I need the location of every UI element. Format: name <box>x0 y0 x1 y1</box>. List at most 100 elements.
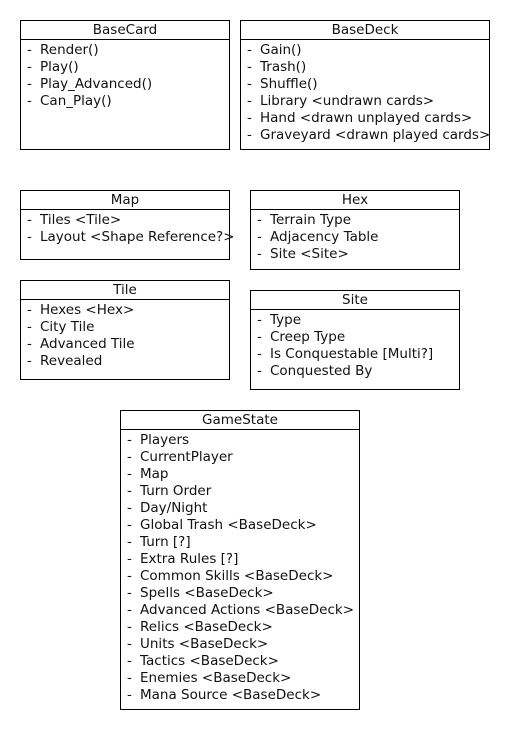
hex-member-item: -Terrain Type <box>257 212 459 229</box>
site-class-title: Site <box>251 291 459 310</box>
tile-member-item: -Revealed <box>27 353 229 370</box>
gamestate-member-item: -Units <BaseDeck> <box>127 636 359 653</box>
member-label: Site <Site> <box>270 246 349 262</box>
basedeck-class-title: BaseDeck <box>241 21 489 40</box>
member-label: Mana Source <BaseDeck> <box>140 687 322 703</box>
member-label: Type <box>270 312 302 328</box>
member-prefix: - <box>127 449 132 465</box>
gamestate-member-list: -Players-CurrentPlayer-Map-Turn Order-Da… <box>121 430 359 704</box>
gamestate-member-item: -CurrentPlayer <box>127 449 359 466</box>
basedeck-member-list: -Gain()-Trash()-Shuffle()-Library <undra… <box>241 40 491 144</box>
member-label: Hand <drawn unplayed cards> <box>260 110 473 126</box>
tile-member-item: -City Tile <box>27 319 229 336</box>
member-prefix: - <box>247 110 252 126</box>
member-prefix: - <box>27 319 32 335</box>
member-prefix: - <box>257 346 262 362</box>
member-prefix: - <box>127 500 132 516</box>
member-label: Graveyard <drawn played cards> <box>260 127 491 143</box>
basedeck-member-item: -Library <undrawn cards> <box>247 93 489 110</box>
member-prefix: - <box>127 551 132 567</box>
map-member-list: -Tiles <Tile>-Layout <Shape Reference?> <box>21 210 235 246</box>
member-label: Map <box>140 466 169 482</box>
gamestate-member-item: -Advanced Actions <BaseDeck> <box>127 602 359 619</box>
member-label: Tactics <BaseDeck> <box>140 653 279 669</box>
basecard-member-item: -Play_Advanced() <box>27 76 229 93</box>
gamestate-member-item: -Tactics <BaseDeck> <box>127 653 359 670</box>
member-label: Units <BaseDeck> <box>140 636 269 652</box>
hex-member-list: -Terrain Type-Adjacency Table-Site <Site… <box>251 210 459 263</box>
member-label: Revealed <box>40 353 103 369</box>
member-prefix: - <box>27 76 32 92</box>
gamestate-member-item: -Extra Rules [?] <box>127 551 359 568</box>
member-prefix: - <box>257 312 262 328</box>
member-prefix: - <box>27 42 32 58</box>
member-label: Shuffle() <box>260 76 318 92</box>
member-label: Is Conquestable [Multi?] <box>270 346 434 362</box>
gamestate-member-item: -Relics <BaseDeck> <box>127 619 359 636</box>
gamestate-member-item: -Day/Night <box>127 500 359 517</box>
member-label: Global Trash <BaseDeck> <box>140 517 317 533</box>
member-label: Turn Order <box>140 483 212 499</box>
member-prefix: - <box>247 93 252 109</box>
basedeck-member-item: -Shuffle() <box>247 76 489 93</box>
site-member-item: -Type <box>257 312 459 329</box>
gamestate-class-title: GameState <box>121 411 359 430</box>
gamestate-member-item: -Players <box>127 432 359 449</box>
member-label: Hexes <Hex> <box>40 302 135 318</box>
basecard-member-list: -Render()-Play()-Play_Advanced()-Can_Pla… <box>21 40 229 110</box>
tile-class-box: Tile -Hexes <Hex>-City Tile-Advanced Til… <box>20 280 230 380</box>
member-label: Library <undrawn cards> <box>260 93 435 109</box>
map-class-box: Map -Tiles <Tile>-Layout <Shape Referenc… <box>20 190 235 260</box>
member-prefix: - <box>127 568 132 584</box>
member-prefix: - <box>27 336 32 352</box>
gamestate-member-item: -Turn Order <box>127 483 359 500</box>
member-prefix: - <box>27 59 32 75</box>
member-prefix: - <box>127 653 132 669</box>
gamestate-member-item: -Spells <BaseDeck> <box>127 585 359 602</box>
gamestate-member-item: -Mana Source <BaseDeck> <box>127 687 359 704</box>
member-prefix: - <box>27 302 32 318</box>
member-prefix: - <box>127 670 132 686</box>
member-prefix: - <box>127 619 132 635</box>
site-member-item: -Is Conquestable [Multi?] <box>257 346 459 363</box>
tile-class-title: Tile <box>21 281 229 300</box>
hex-member-item: -Adjacency Table <box>257 229 459 246</box>
member-label: Tiles <Tile> <box>40 212 122 228</box>
member-label: Adjacency Table <box>270 229 379 245</box>
member-prefix: - <box>127 432 132 448</box>
member-label: Can_Play() <box>40 93 112 109</box>
member-label: Conquested By <box>270 363 373 379</box>
basedeck-member-item: -Trash() <box>247 59 489 76</box>
tile-member-item: -Hexes <Hex> <box>27 302 229 319</box>
member-label: Render() <box>40 42 99 58</box>
basedeck-member-item: -Gain() <box>247 42 489 59</box>
member-label: Advanced Actions <BaseDeck> <box>140 602 355 618</box>
member-label: Enemies <BaseDeck> <box>140 670 292 686</box>
tile-member-list: -Hexes <Hex>-City Tile-Advanced Tile-Rev… <box>21 300 229 370</box>
member-prefix: - <box>247 42 252 58</box>
basecard-member-item: -Can_Play() <box>27 93 229 110</box>
member-label: Play() <box>40 59 79 75</box>
member-prefix: - <box>127 483 132 499</box>
member-prefix: - <box>27 212 32 228</box>
member-prefix: - <box>127 636 132 652</box>
member-prefix: - <box>127 687 132 703</box>
member-label: Relics <BaseDeck> <box>140 619 273 635</box>
member-prefix: - <box>127 517 132 533</box>
basecard-member-item: -Play() <box>27 59 229 76</box>
site-member-list: -Type-Creep Type-Is Conquestable [Multi?… <box>251 310 459 380</box>
map-member-item: -Tiles <Tile> <box>27 212 229 229</box>
member-prefix: - <box>27 353 32 369</box>
member-label: Terrain Type <box>270 212 351 228</box>
member-prefix: - <box>257 212 262 228</box>
member-label: Creep Type <box>270 329 346 345</box>
gamestate-member-item: -Global Trash <BaseDeck> <box>127 517 359 534</box>
member-prefix: - <box>127 534 132 550</box>
member-label: Day/Night <box>140 500 208 516</box>
member-label: Layout <Shape Reference?> <box>40 229 235 245</box>
hex-class-title: Hex <box>251 191 459 210</box>
gamestate-member-item: -Turn [?] <box>127 534 359 551</box>
member-prefix: - <box>257 246 262 262</box>
gamestate-member-item: -Common Skills <BaseDeck> <box>127 568 359 585</box>
member-label: Turn [?] <box>140 534 191 550</box>
